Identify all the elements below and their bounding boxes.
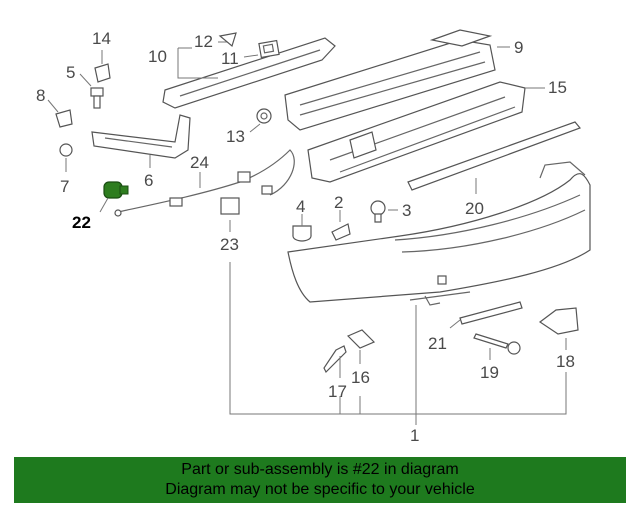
part-3-bolt[interactable] (370, 200, 398, 223)
part-5-bolt[interactable] (79, 73, 104, 109)
part-20-molding[interactable] (407, 121, 582, 194)
part-18-bracket[interactable] (538, 307, 579, 350)
part-16-bracket[interactable] (346, 329, 376, 364)
parts-diagram: 1 2 3 4 5 6 7 8 9 10 11 12 13 14 15 16 1… (36, 29, 591, 445)
label-20: 20 (465, 199, 484, 218)
part-15-energy-absorber[interactable] (307, 81, 545, 183)
part-10-bracket[interactable] (162, 37, 336, 109)
label-17: 17 (328, 382, 347, 401)
part-11-retainer[interactable] (243, 39, 280, 59)
label-16: 16 (351, 368, 370, 387)
label-24: 24 (190, 153, 209, 172)
part-24-wiring-harness[interactable] (114, 149, 295, 217)
label-6: 6 (144, 171, 153, 190)
part-23-pad[interactable] (220, 197, 240, 232)
part-9-impact-bar[interactable] (284, 29, 510, 131)
part-21-reflector[interactable] (449, 301, 523, 329)
part-12-clip[interactable] (218, 32, 237, 48)
label-13: 13 (226, 127, 245, 146)
part-13-screw[interactable] (249, 108, 272, 133)
part-6-side-bracket[interactable] (91, 114, 191, 168)
label-14: 14 (92, 29, 111, 48)
banner-line-1: Part or sub-assembly is #22 in diagram (181, 461, 459, 478)
part-22-sensor[interactable] (99, 181, 129, 213)
part-4-plug[interactable] (292, 214, 312, 242)
label-22: 22 (72, 213, 91, 232)
label-8: 8 (36, 86, 45, 105)
label-1: 1 (410, 426, 419, 445)
banner-line-2: Diagram may not be specific to your vehi… (165, 481, 475, 498)
label-19: 19 (480, 363, 499, 382)
label-11: 11 (221, 49, 239, 68)
label-12: 12 (194, 32, 213, 51)
label-5: 5 (66, 63, 75, 82)
label-21: 21 (428, 334, 447, 353)
label-2: 2 (334, 193, 343, 212)
part-19-tow-eye[interactable] (473, 333, 521, 360)
part-14-clip[interactable] (94, 50, 111, 83)
label-15: 15 (548, 78, 567, 97)
label-9: 9 (514, 38, 523, 57)
label-23: 23 (220, 235, 239, 254)
label-4: 4 (296, 197, 305, 216)
leader-bracket (229, 262, 567, 415)
part-7-push-pin[interactable] (59, 143, 73, 172)
label-18: 18 (556, 352, 575, 371)
part-2-clip[interactable] (331, 210, 351, 241)
label-7: 7 (60, 177, 69, 196)
label-10: 10 (148, 47, 167, 66)
info-banner: Part or sub-assembly is #22 in diagram D… (14, 457, 626, 503)
part-17-rivet[interactable] (323, 345, 347, 378)
part-8-nut[interactable] (47, 99, 73, 128)
part-1-bumper-cover[interactable] (287, 161, 591, 425)
label-3: 3 (402, 201, 411, 220)
